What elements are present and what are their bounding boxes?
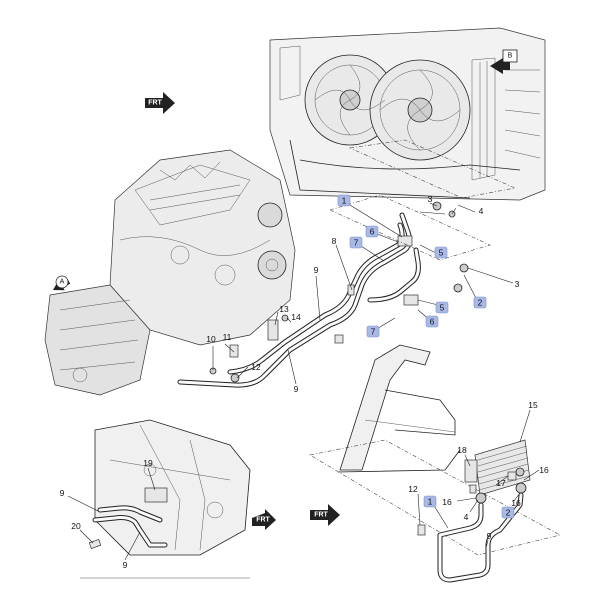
radiator-fan-assembly: [269, 27, 546, 201]
tag-7-lower: 7: [366, 325, 380, 338]
tag-7-lower-text: 7: [371, 327, 376, 337]
callout-4: 4: [479, 206, 484, 216]
leader-lines: [67, 201, 540, 561]
tag-1-lower: 1: [423, 495, 437, 508]
callout-16: 16: [511, 498, 521, 508]
engine-transmission-assembly: [44, 149, 296, 396]
callout-9: 9: [123, 560, 128, 570]
callout-19: 19: [143, 458, 153, 468]
callout-8: 8: [332, 236, 337, 246]
callout-13: 13: [279, 304, 289, 314]
tag-1-lower-text: 1: [428, 497, 433, 507]
tag-6-lower: 6: [425, 315, 439, 328]
tag-7-upper-text: 7: [354, 238, 359, 248]
tag-1-upper-text: 1: [342, 196, 347, 206]
tag-5-upper: 5: [434, 246, 448, 259]
front-arrow-detail-label: FRT: [256, 517, 270, 524]
callout-3: 3: [515, 279, 520, 289]
view-b-label: B: [508, 53, 513, 60]
tag-6-lower-text: 6: [430, 317, 435, 327]
callout-labels: 3 4 8 3 9 13 14 11 10 12 9 15 18 16 12 1…: [60, 194, 549, 570]
front-arrow-upper: FRT: [145, 92, 175, 114]
tag-5-upper-text: 5: [439, 248, 444, 258]
callout-11: 11: [223, 332, 232, 342]
callout-17: 17: [496, 478, 506, 488]
callout-15: 15: [528, 400, 538, 410]
tag-2-upper: 2: [473, 296, 487, 309]
callout-18: 18: [457, 445, 467, 455]
callout-4: 4: [464, 512, 469, 522]
tag-6-upper-text: 6: [370, 227, 375, 237]
callout-3: 3: [428, 194, 433, 204]
tag-1-upper: 1: [337, 194, 351, 207]
callout-9: 9: [60, 488, 65, 498]
cooler-lines-main: [177, 194, 491, 388]
tag-6-upper: 6: [365, 225, 379, 238]
detail-view-a: [80, 419, 251, 579]
callout-16: 16: [539, 465, 549, 475]
frame-and-oil-cooler: [309, 344, 561, 583]
tag-5-lower-text: 5: [440, 303, 445, 313]
view-a-marker: A: [53, 275, 71, 291]
tag-5-lower: 5: [435, 301, 449, 314]
callout-12: 12: [408, 484, 418, 494]
front-arrow-upper-label: FRT: [148, 100, 162, 107]
callout-14: 14: [291, 312, 301, 322]
tag-2-lower: 2: [501, 506, 515, 519]
view-b-marker: B: [490, 49, 518, 74]
view-a-label: A: [60, 279, 65, 286]
callout-10: 10: [206, 334, 216, 344]
tag-2-upper-text: 2: [478, 298, 483, 308]
callout-16: 16: [442, 497, 452, 507]
front-arrow-lower: FRT: [310, 504, 340, 526]
front-arrow-lower-label: FRT: [314, 512, 328, 519]
callout-20: 20: [71, 521, 81, 531]
tag-2-lower-text: 2: [506, 508, 511, 518]
callout-12: 12: [251, 362, 261, 372]
callout-9: 9: [314, 265, 319, 275]
tag-7-upper: 7: [349, 236, 363, 249]
highlighted-callouts: 1 7 6 5 2 5 7 6: [337, 194, 515, 519]
front-arrow-detail: FRT: [252, 509, 276, 530]
callout-9: 9: [294, 384, 299, 394]
callout-9: 9: [487, 531, 492, 541]
